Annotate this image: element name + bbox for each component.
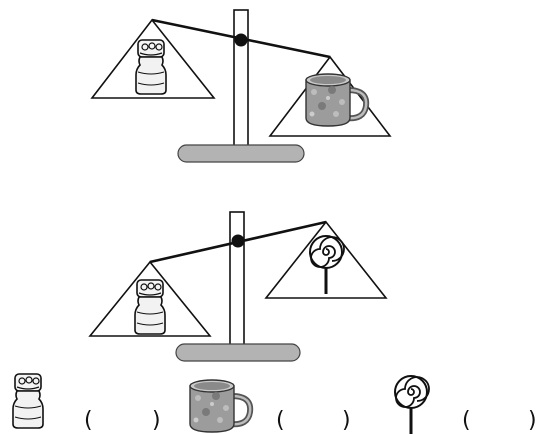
scale-2-right-lollipop-icon (310, 236, 344, 294)
scale-2-left-bottle-icon (135, 280, 165, 334)
scale-2-base (176, 344, 300, 361)
scale-1-left-bottle-icon (136, 40, 166, 94)
scale-1-post (234, 10, 248, 150)
scale-1-base (178, 145, 304, 162)
answer-2-close-paren: ) (342, 410, 351, 432)
answer-lollipop-icon (395, 376, 429, 434)
scale-1-right-mug-icon (306, 74, 366, 126)
answer-mug-icon (190, 380, 250, 432)
scale-2 (90, 212, 386, 361)
answer-2-open-paren: ( (276, 410, 285, 432)
answer-bottle-icon (13, 374, 43, 428)
answer-3-open-paren: ( (462, 410, 471, 432)
answer-3-close-paren: ) (528, 410, 537, 432)
answer-1-open-paren: ( (84, 410, 93, 432)
scale-1 (92, 10, 390, 162)
scale-1-pivot (235, 34, 248, 47)
answer-1-close-paren: ) (152, 410, 161, 432)
scale-2-pivot (232, 235, 245, 248)
scale-2-post (230, 212, 244, 348)
